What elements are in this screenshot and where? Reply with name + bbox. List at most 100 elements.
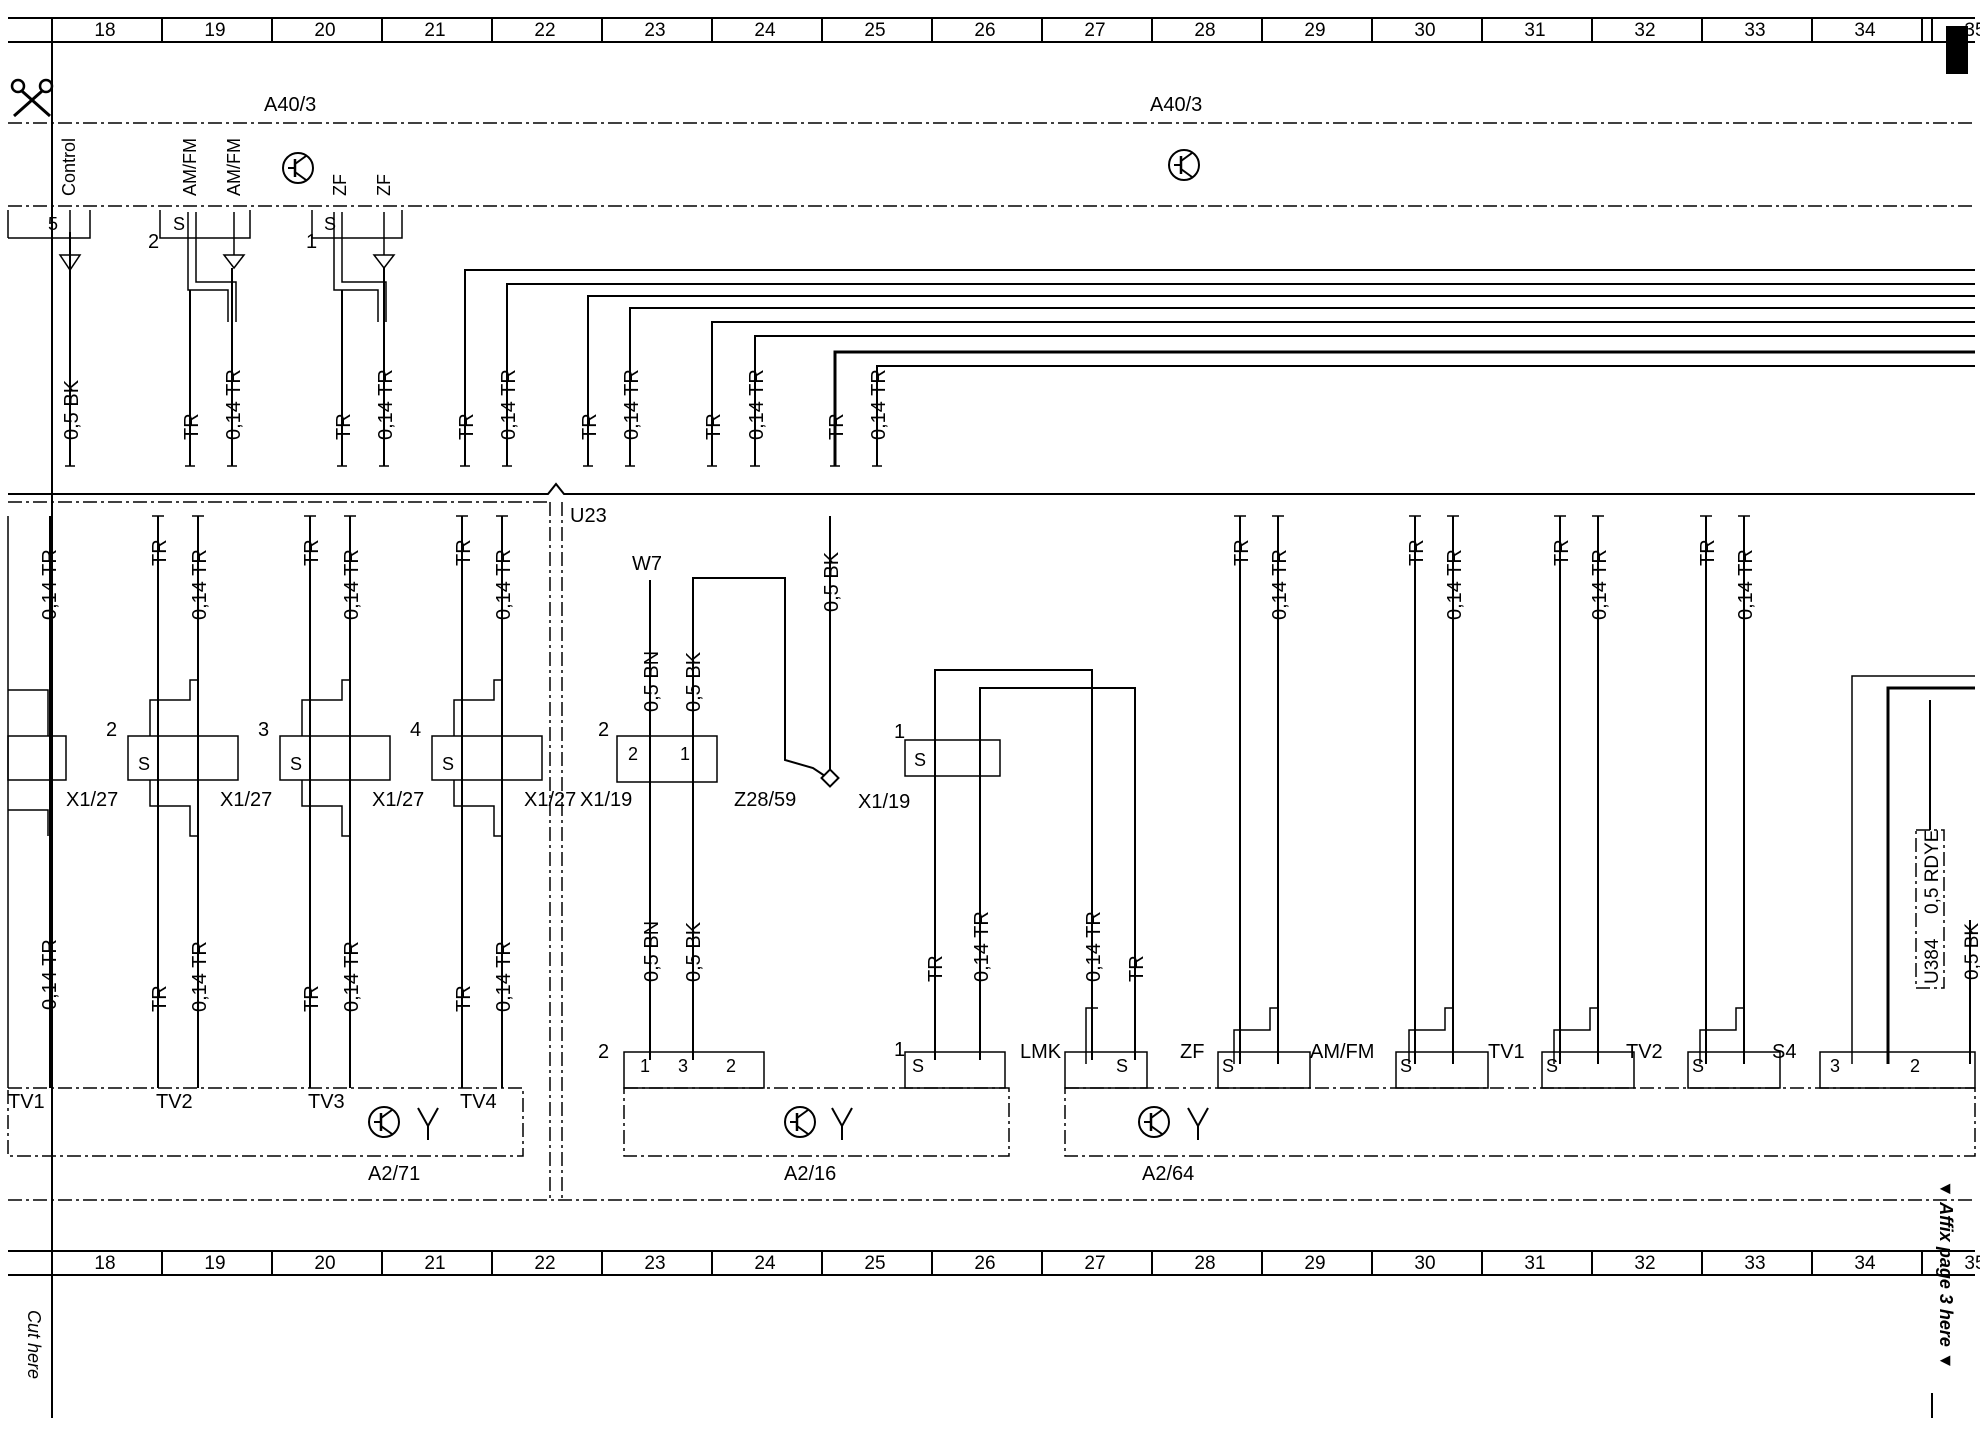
x1-27-label: X1/27: [220, 789, 272, 811]
column-labels: 1818191920202121222223232424252526262727…: [94, 20, 1980, 1274]
x1-19-connector-2: [904, 739, 1001, 777]
column-number: 23: [644, 20, 665, 41]
column-number: 30: [1414, 1253, 1435, 1274]
amfm-label: AM/FM: [1310, 1041, 1374, 1063]
column-number: 22: [534, 20, 555, 41]
pin-s: S: [290, 754, 302, 774]
wire-label: 0,5 BK: [1962, 923, 1980, 980]
wire-label: TR: [579, 413, 601, 440]
pin-1: 1: [680, 744, 690, 764]
pin-s: S: [1222, 1056, 1234, 1076]
pin-3: 3: [1830, 1056, 1840, 1076]
wire-label: TR: [456, 413, 478, 440]
wire-label: TR: [453, 539, 475, 566]
wire-label: 0,14 TR: [375, 369, 397, 440]
wire-label: TR: [1697, 539, 1719, 566]
wire-label: TR: [703, 413, 725, 440]
pin-s: S: [138, 754, 150, 774]
wire-label: TR: [301, 985, 323, 1012]
page-edge-block: [1946, 26, 1968, 74]
wire-label: 0,5 BN: [641, 651, 663, 712]
pin-s: S: [324, 214, 336, 234]
u384-label: U384: [1922, 938, 1943, 984]
column-number: 33: [1744, 1253, 1765, 1274]
a2-16-box: [623, 1087, 1010, 1157]
column-number: 18: [94, 20, 115, 41]
column-number: 31: [1524, 1253, 1545, 1274]
column-number: 27: [1084, 20, 1105, 41]
pin-number: 2: [106, 719, 117, 741]
wire-label: TR: [925, 955, 947, 982]
x1-27-label: X1/27: [372, 789, 424, 811]
pin-s: S: [173, 214, 185, 234]
wire-label: 0,14 TR: [39, 939, 61, 1010]
wire-label: 0,5 BN: [641, 921, 663, 982]
signal-amfm: AM/FM: [180, 138, 200, 196]
pin-s: S: [442, 754, 454, 774]
x1-27-label: X1/27: [66, 789, 118, 811]
a2-16-connector: [623, 1051, 765, 1089]
a40-connector-zf: [311, 210, 403, 239]
pin-2: 2: [628, 744, 638, 764]
wire-label: 0,14 TR: [1269, 549, 1291, 620]
column-number: 35: [1964, 1253, 1980, 1274]
column-number: 19: [204, 1253, 225, 1274]
wire-label: TR: [301, 539, 323, 566]
column-number: 24: [754, 20, 776, 41]
x1-19-label: X1/19: [580, 789, 632, 811]
column-number: 18: [94, 1253, 115, 1274]
antenna-icon: [1187, 1107, 1209, 1140]
bottom-ruler: [8, 1250, 1975, 1276]
column-number: 34: [1854, 20, 1876, 41]
column-number: 24: [754, 1253, 776, 1274]
wire-label: 0,14 TR: [341, 941, 363, 1012]
pin-s: S: [1692, 1056, 1704, 1076]
wire-label: TR: [1231, 539, 1253, 566]
pin-2: 2: [598, 719, 609, 741]
transistor-icon: [368, 1106, 400, 1138]
wire-label: 0,14 TR: [971, 911, 993, 982]
transistor-icon: [1168, 149, 1200, 181]
pin-number: 3: [258, 719, 269, 741]
s4-label: S4: [1772, 1041, 1796, 1063]
wire-label: 0,14 TR: [1444, 549, 1466, 620]
pin-2: 2: [726, 1056, 736, 1076]
pin-5: 5: [48, 214, 58, 234]
a2-71-label: A2/71: [368, 1163, 420, 1185]
wire-label: TR: [1551, 539, 1573, 566]
wire-label: TR: [149, 539, 171, 566]
wire-label: 0,14 TR: [223, 369, 245, 440]
column-number: 30: [1414, 20, 1435, 41]
column-number: 19: [204, 20, 225, 41]
w7-label: W7: [632, 553, 662, 575]
column-number: 22: [534, 1253, 555, 1274]
main-bus-line: [8, 482, 1975, 495]
column-number: 27: [1084, 1253, 1105, 1274]
transistor-icon: [282, 152, 314, 184]
signal-zf: ZF: [330, 174, 350, 196]
column-number: 29: [1304, 1253, 1325, 1274]
wire-label: 0,5 BK: [683, 921, 705, 982]
splice-icon: [820, 768, 840, 788]
column-number: 20: [314, 20, 335, 41]
a2-71-box: [7, 1087, 524, 1157]
lmk-label: LMK: [1020, 1041, 1062, 1063]
x1-19-connector: [616, 735, 718, 783]
wire-label: 0,5 BK: [683, 651, 705, 712]
pin-3: 3: [678, 1056, 688, 1076]
column-number: 29: [1304, 20, 1325, 41]
column-number: 35: [1964, 20, 1980, 41]
tv4-label: TV4: [460, 1091, 497, 1113]
tv2-label: TV2: [1626, 1041, 1663, 1063]
tv2-label: TV2: [156, 1091, 193, 1113]
top-ruler: [8, 17, 1975, 43]
wire-label: 0,14 TR: [189, 941, 211, 1012]
scissors-icon: [10, 78, 54, 118]
bus-wires: [464, 269, 1975, 466]
column-number: 26: [974, 1253, 995, 1274]
wire-label: 0,14 TR: [39, 549, 61, 620]
column-number: 25: [864, 20, 885, 41]
column-number: 31: [1524, 20, 1545, 41]
